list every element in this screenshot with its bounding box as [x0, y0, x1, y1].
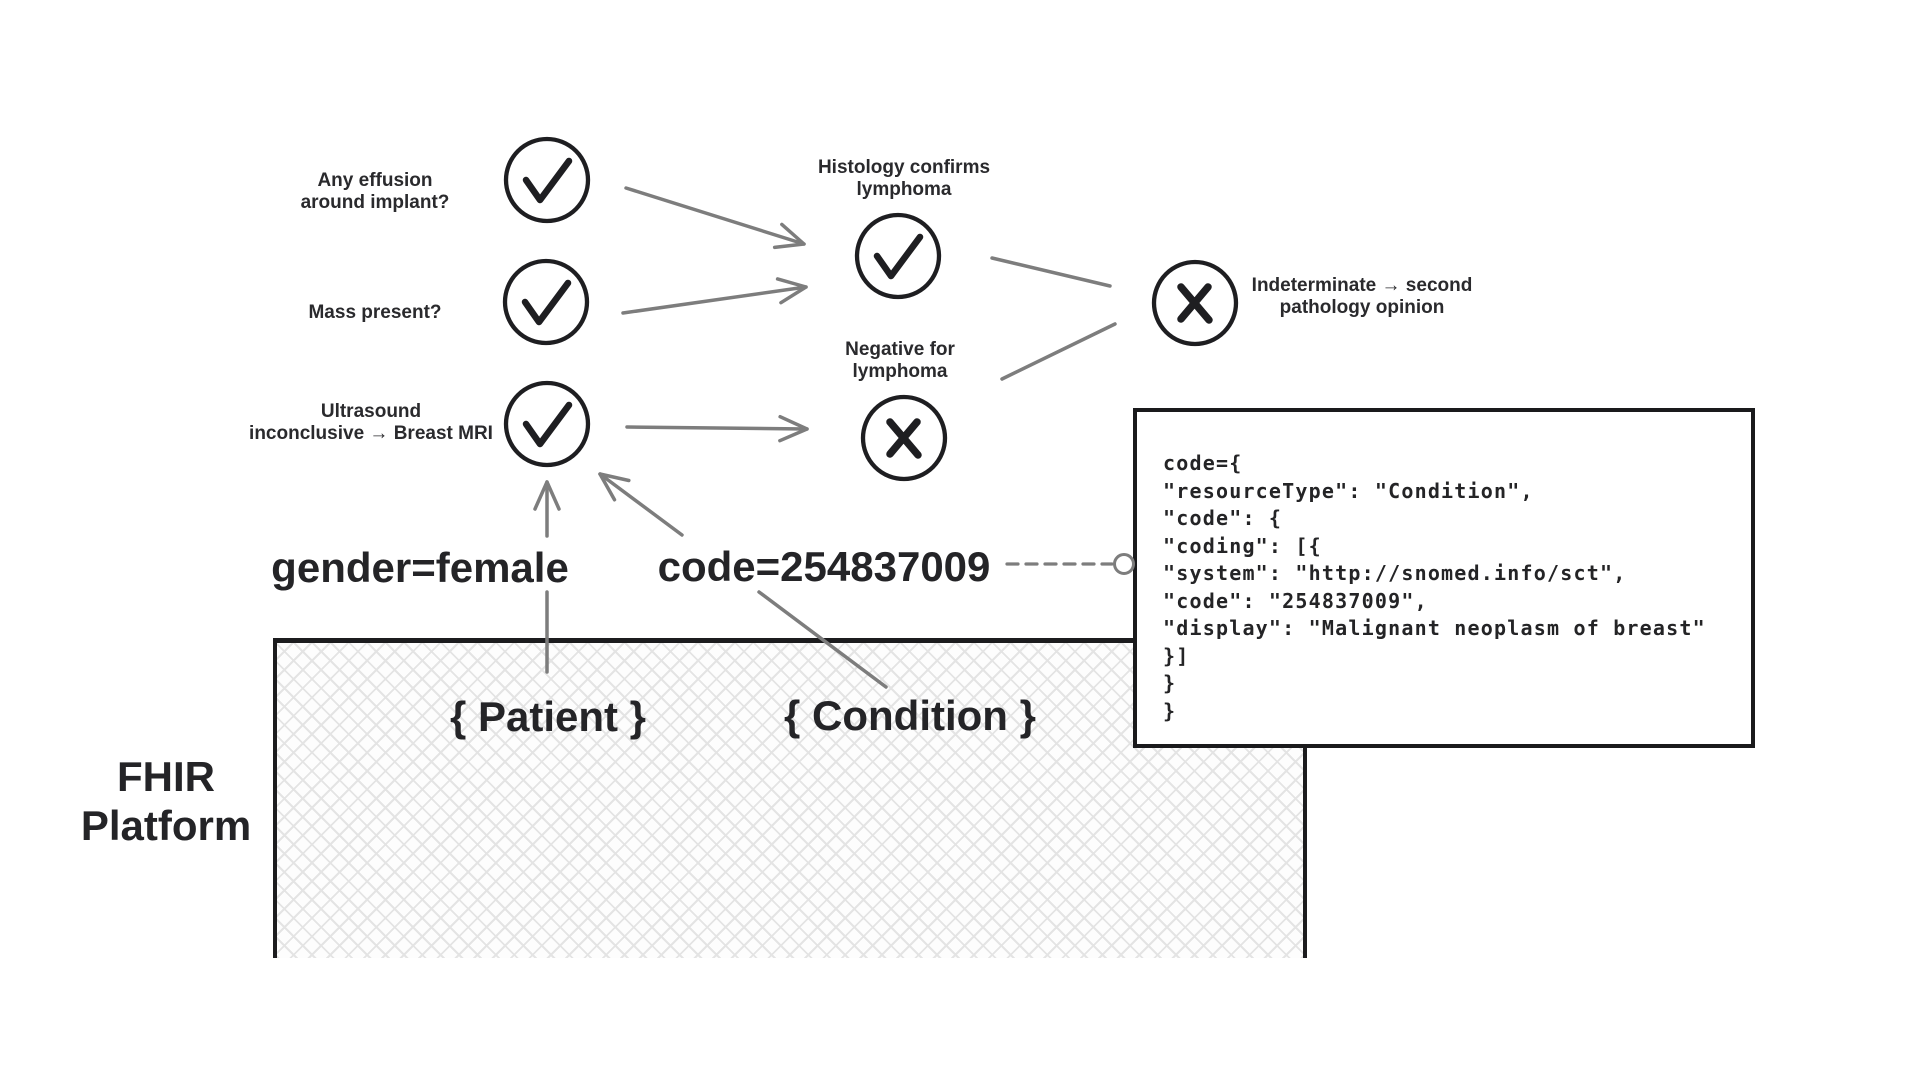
code-line: code={	[1163, 451, 1243, 475]
arrow-ultrasound-to-negative	[625, 414, 809, 443]
condition-json-popup: code={ "resourceType": "Condition", "cod…	[1133, 408, 1755, 748]
code-line: "system": "http://snomed.info/sct",	[1163, 561, 1627, 585]
label-patient-resource: { Patient }	[449, 693, 647, 740]
label-ultrasound: Ultrasound inconclusive → Breast MRI	[249, 401, 493, 445]
line-negative-to-indeterminate	[1000, 322, 1117, 381]
fhir-platform-label-line: Platform	[80, 802, 252, 849]
arrow-mass-to-histology	[621, 277, 808, 315]
node-mass-present-check	[502, 258, 590, 346]
label-gender-param: gender=female	[271, 544, 569, 591]
label-condition-resource: { Condition }	[784, 692, 1036, 739]
check-icon	[522, 157, 573, 204]
node-circle	[502, 258, 590, 346]
code-line: }]	[1163, 643, 1190, 668]
arrow-effusion-to-histology	[624, 186, 806, 250]
code-line: "resourceType": "Condition",	[1163, 478, 1534, 503]
label-line: pathology opinion	[1279, 297, 1445, 318]
callout-anchor-dot	[1113, 553, 1135, 575]
node-circle	[503, 380, 591, 468]
check-icon	[521, 279, 572, 326]
label-line: Histology confirms	[817, 157, 991, 178]
node-negative-cross	[860, 394, 948, 482]
label-indeterminate: Indeterminate → second pathology opinion	[1252, 275, 1473, 319]
code-line: "code": "254837009",	[1163, 588, 1428, 613]
code-line: "coding": [{	[1163, 533, 1322, 558]
label-line: lymphoma	[856, 179, 952, 200]
node-ultrasound-check	[503, 380, 591, 468]
label-line: inconclusive → Breast MRI	[249, 423, 493, 444]
label-line: Any effusion	[317, 170, 433, 191]
label-line: Indeterminate → second	[1251, 275, 1473, 296]
x-icon	[886, 418, 922, 459]
code-line: }	[1163, 671, 1177, 695]
fhir-platform-label-line: FHIR	[116, 753, 215, 800]
label-line: Mass present?	[308, 302, 442, 323]
label-line: lymphoma	[852, 361, 948, 382]
label-any-effusion: Any effusion around implant?	[301, 170, 450, 214]
node-circle	[503, 136, 591, 224]
fhir-platform-label: FHIR Platform	[81, 752, 251, 850]
label-line: around implant?	[300, 192, 450, 213]
node-indeterminate-cross	[1151, 259, 1239, 347]
check-icon	[873, 233, 924, 280]
line-histology-to-indeterminate	[990, 256, 1112, 288]
label-negative: Negative for lymphoma	[845, 339, 955, 383]
label-histology: Histology confirms lymphoma	[818, 157, 990, 201]
label-line: Negative for	[845, 339, 955, 360]
code-line: "display": "Malignant neoplasm of breast…	[1163, 616, 1706, 640]
code-line: "code": {	[1163, 506, 1283, 530]
code-line: }	[1163, 698, 1177, 723]
x-icon	[1177, 283, 1213, 324]
node-any-effusion-check	[503, 136, 591, 224]
node-histology-check	[854, 212, 942, 300]
fhir-platform-box	[273, 638, 1307, 958]
label-mass-present: Mass present?	[308, 302, 441, 324]
label-line: Ultrasound	[320, 401, 422, 422]
label-code-param: code=254837009	[657, 543, 991, 590]
node-circle	[854, 212, 942, 300]
